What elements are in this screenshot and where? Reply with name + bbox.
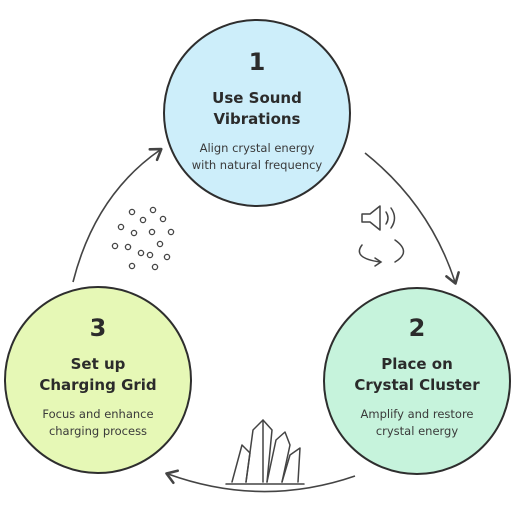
step-1-desc-line-1: Align crystal energy <box>199 141 315 155</box>
step-1-circle <box>163 19 351 207</box>
step-2-title-line-1: Place on <box>381 355 453 373</box>
step-3-desc-line-2: charging process <box>48 424 148 438</box>
step-1-title-line-2: Vibrations <box>213 110 301 128</box>
step-3-title-line-2: Charging Grid <box>39 376 157 394</box>
step-2-desc-line-2: crystal energy <box>375 424 459 438</box>
step-2-number: 2 <box>408 314 426 342</box>
step-3-number: 3 <box>89 314 107 342</box>
step-1-number: 1 <box>248 48 266 76</box>
crystal-cluster-icon <box>225 419 305 485</box>
step-2-desc-line-1: Amplify and restore <box>360 407 474 421</box>
step-2-content: 2 Place on Crystal Cluster Amplify and r… <box>337 314 497 440</box>
dot-grid-icon <box>111 206 175 271</box>
arrow-2-to-3 <box>165 469 356 493</box>
step-1-title-line-1: Use Sound <box>212 89 302 107</box>
step-2-title-line-2: Crystal Cluster <box>354 376 480 394</box>
rotate-icon <box>358 239 405 267</box>
step-1-desc-line-2: with natural frequency <box>191 158 323 172</box>
step-3-title-line-1: Set up <box>70 355 126 373</box>
step-3-circle <box>4 286 192 474</box>
step-1-content: 1 Use Sound Vibrations Align crystal ene… <box>177 48 337 174</box>
step-3-desc-line-1: Focus and enhance <box>42 407 154 421</box>
step-3-content: 3 Set up Charging Grid Focus and enhance… <box>18 314 178 440</box>
speaker-icon <box>361 205 396 231</box>
arrow-1-to-2 <box>364 152 460 285</box>
step-2-circle <box>323 287 511 475</box>
arrow-3-to-1 <box>72 147 163 283</box>
